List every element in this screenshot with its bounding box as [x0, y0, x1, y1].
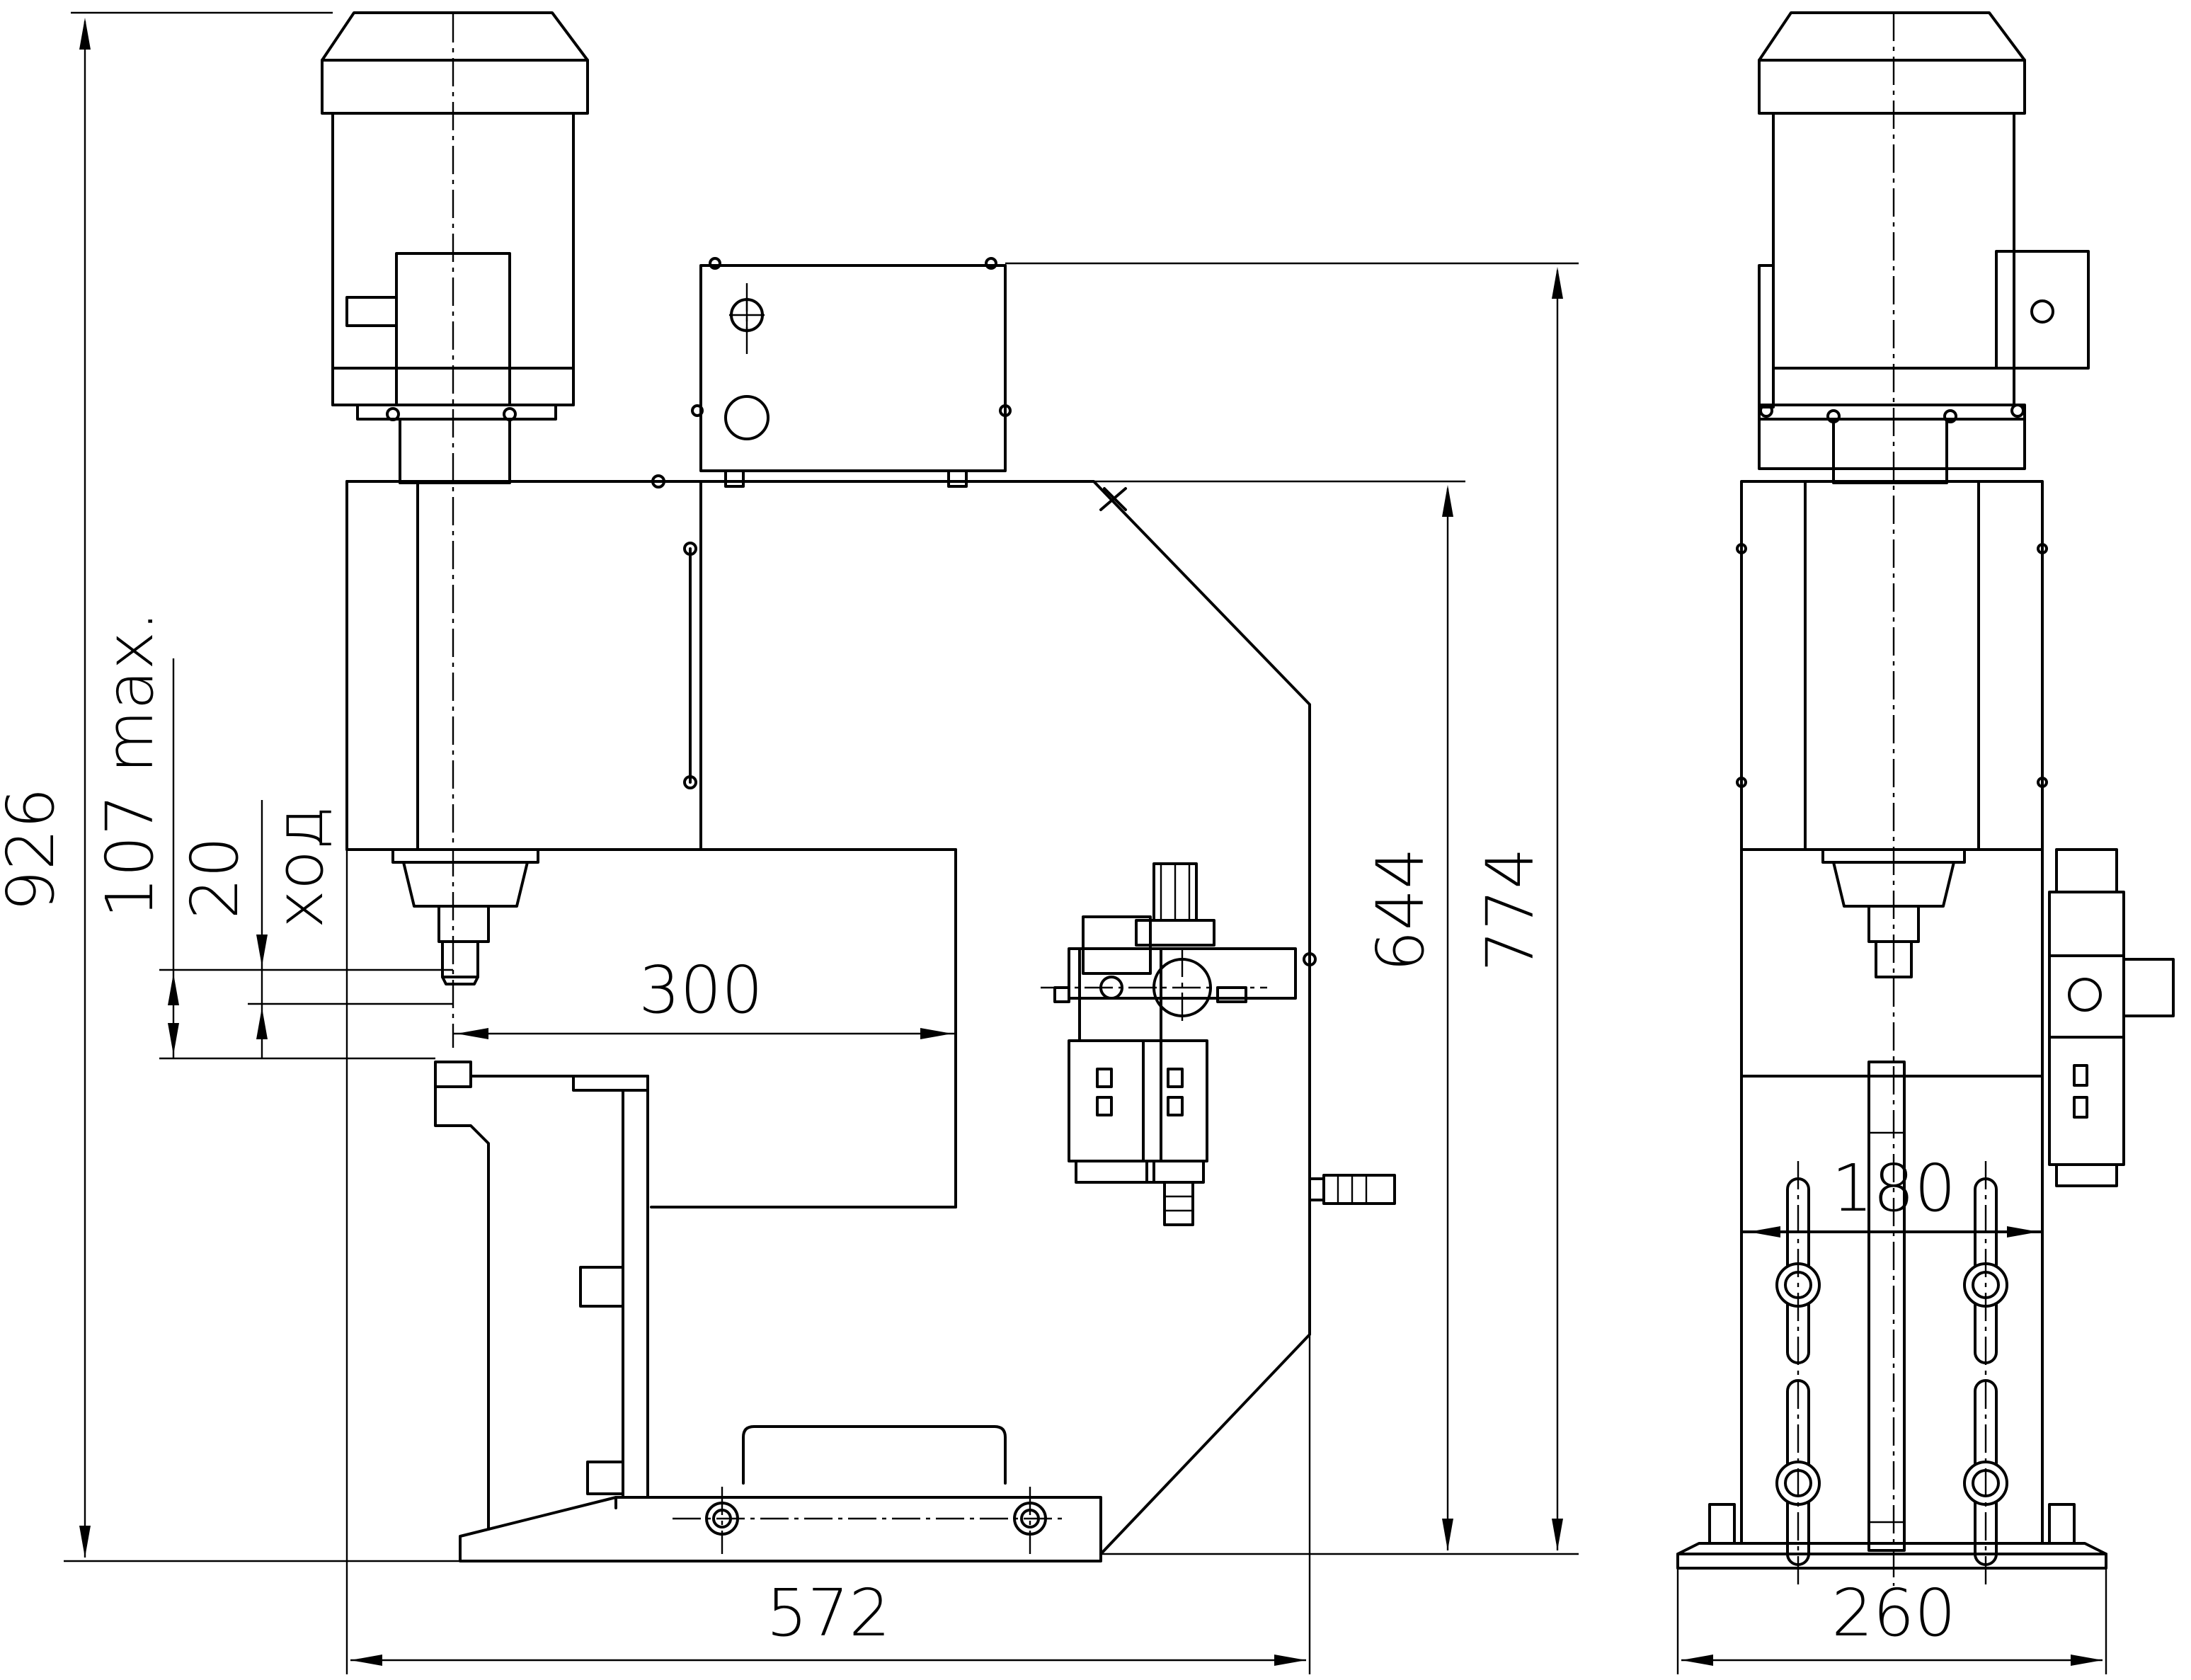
lower-support — [434, 1061, 649, 1531]
mounting-slots — [1775, 1177, 2008, 1566]
dim-max-opening: 107 max. — [92, 611, 168, 919]
air-filter-regulator — [1053, 862, 1297, 1226]
electrical-box — [691, 257, 1012, 488]
dim-overall-height: 926 — [0, 787, 69, 912]
side-regulator — [2048, 848, 2175, 1187]
press-frame — [345, 474, 1396, 1555]
punch-head — [391, 848, 539, 985]
motor-side — [1758, 11, 2090, 484]
motor-front — [321, 11, 589, 484]
dimension-labels: 926 107 max. 20 ход 300 644 774 572 180 … — [0, 611, 1956, 1651]
dim-stroke-value: 20 — [177, 836, 253, 919]
front-view — [321, 11, 1396, 1562]
side-view — [1676, 11, 2175, 1586]
dim-frame-height: 774 — [1472, 847, 1548, 972]
dimension-lines — [64, 11, 2107, 1674]
dim-throat-depth: 300 — [639, 952, 763, 1028]
dim-slot-spacing: 180 — [1831, 1150, 1956, 1226]
dim-overall-width: 572 — [766, 1575, 891, 1651]
side-base-plate — [1676, 1503, 2107, 1570]
dim-stroke-label: ход — [262, 806, 338, 928]
side-frame — [1736, 480, 2048, 1552]
dim-side-width: 260 — [1831, 1575, 1956, 1651]
dim-table-height: 644 — [1363, 847, 1438, 972]
base-plate — [459, 1425, 1102, 1562]
